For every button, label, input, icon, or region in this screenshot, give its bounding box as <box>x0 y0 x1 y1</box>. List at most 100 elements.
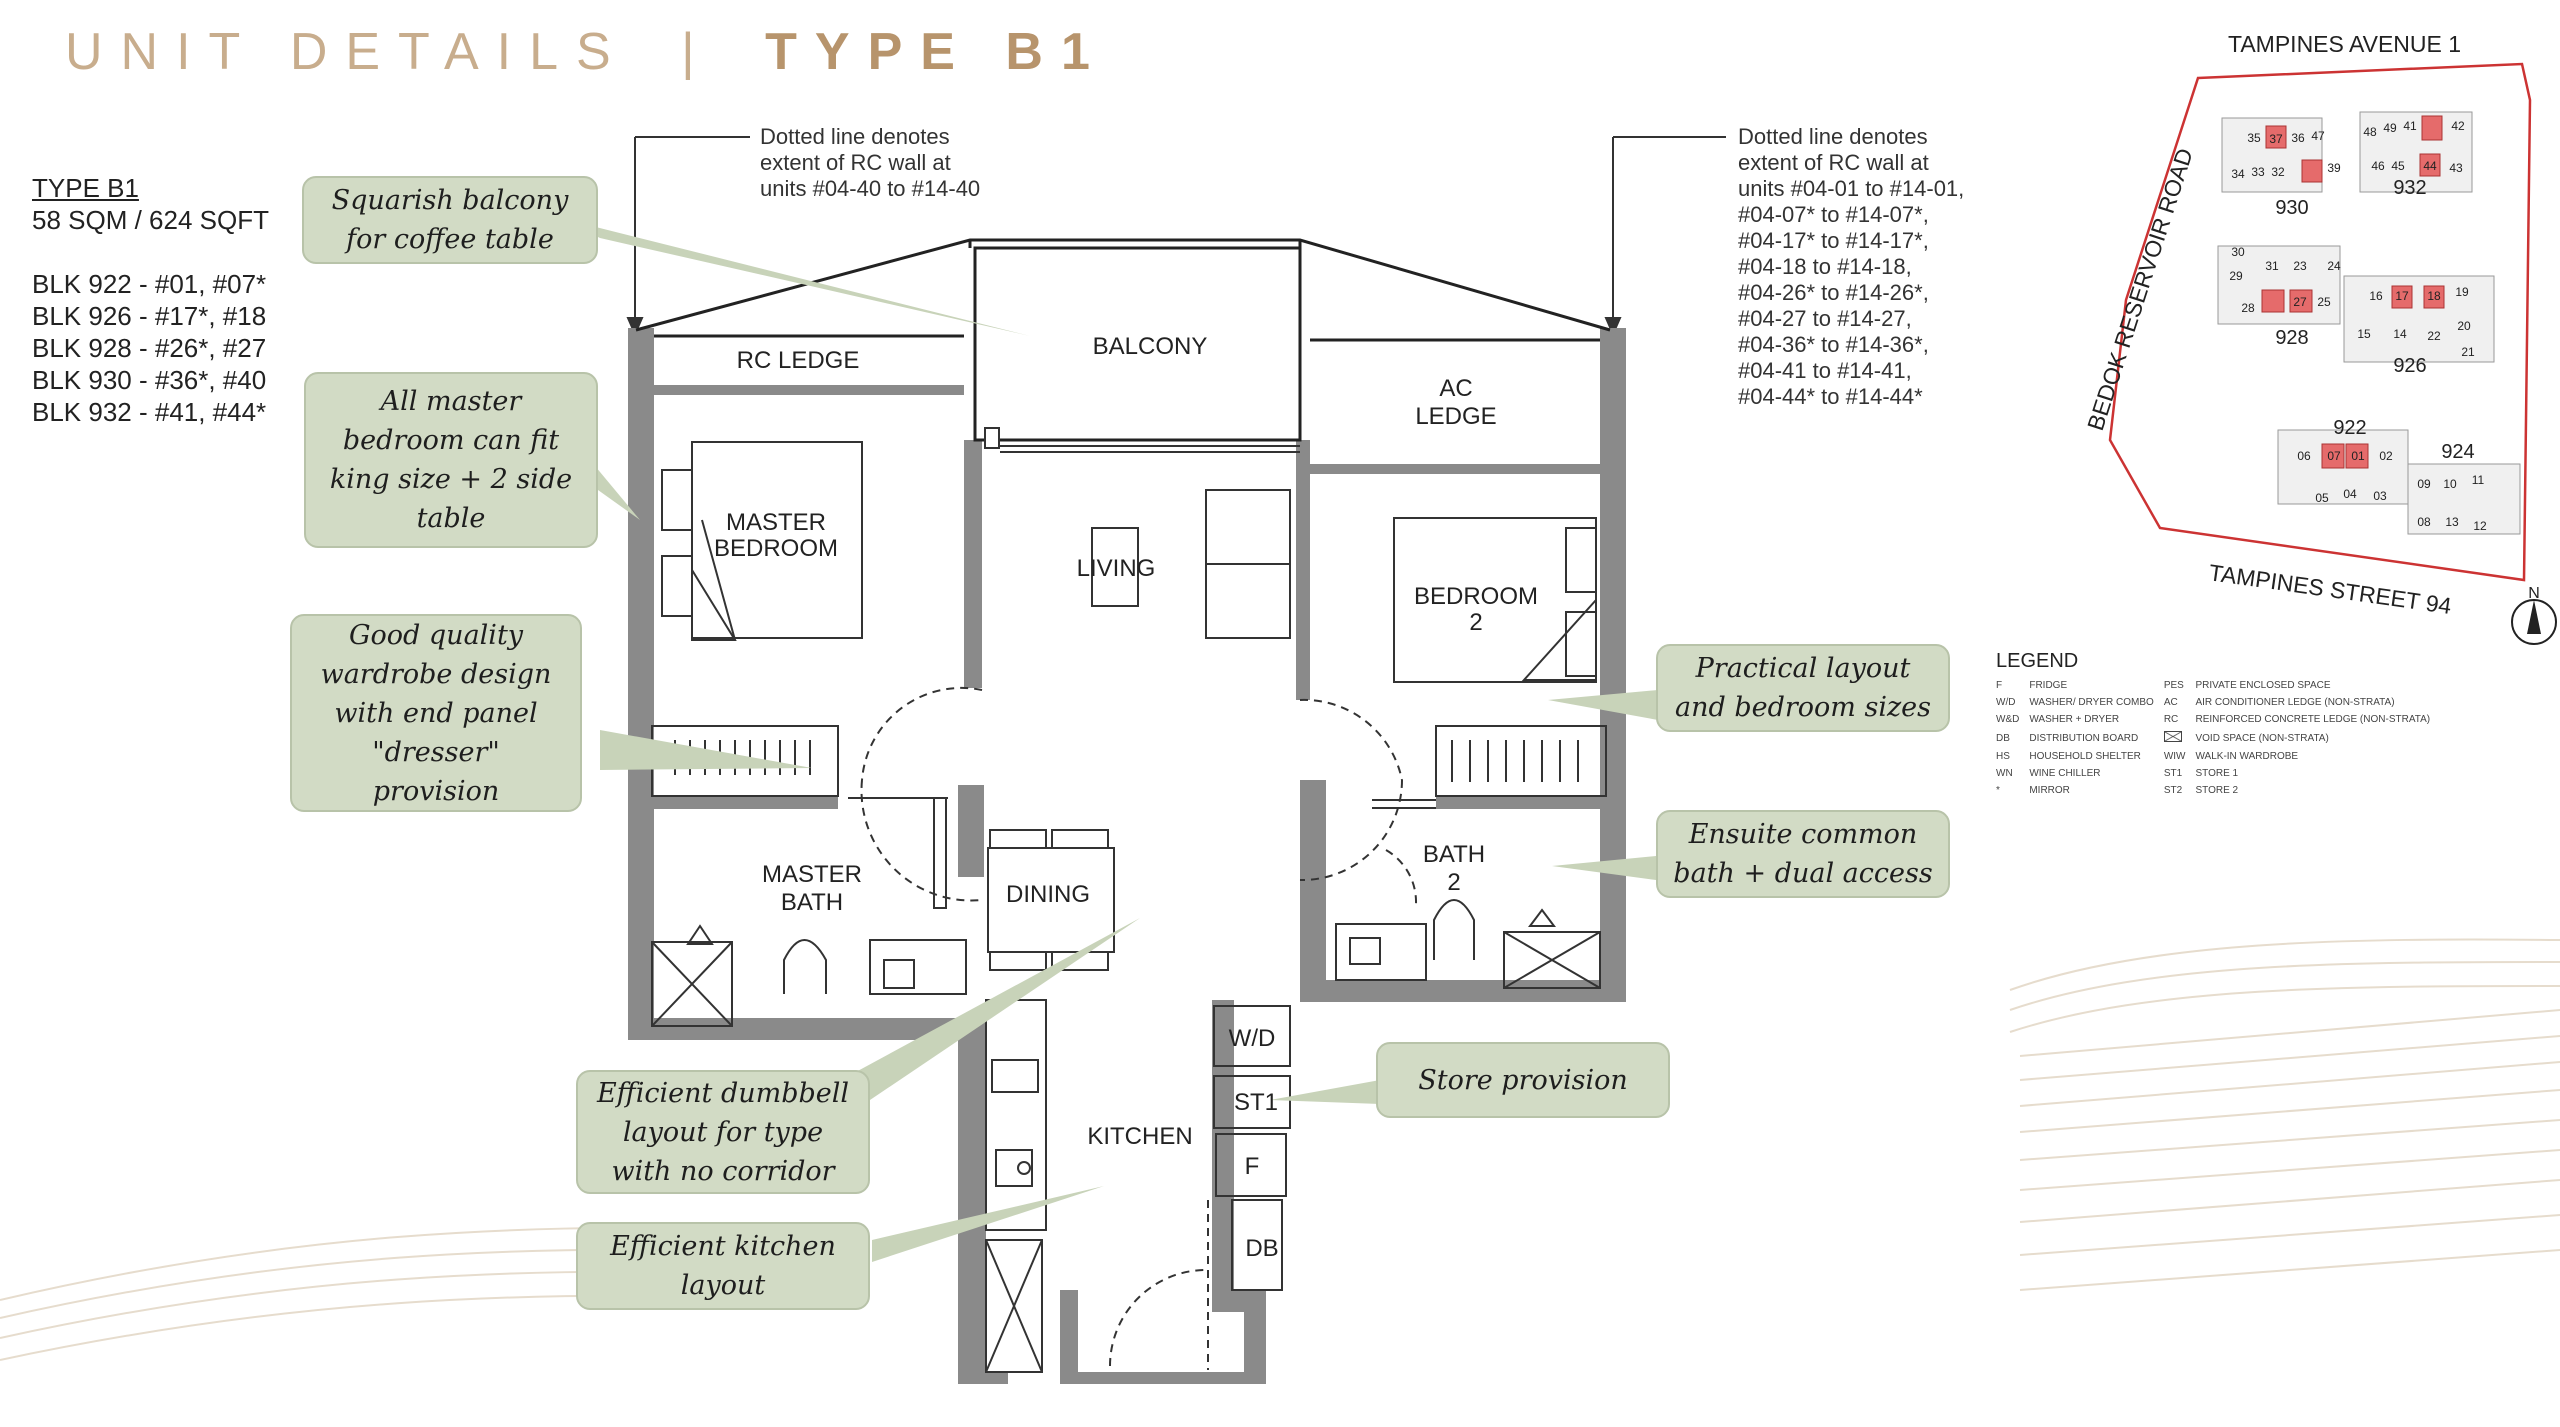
room-ac-ledge: AC <box>1439 375 1472 402</box>
callout-line: bedroom can fit <box>342 425 560 456</box>
callout-line: and bedroom sizes <box>1674 692 1932 723</box>
note-line: Dotted line denotes <box>1738 124 1928 149</box>
svg-text:18: 18 <box>2427 289 2441 303</box>
note-line: Dotted line denotes <box>760 124 950 149</box>
svg-text:07: 07 <box>2327 449 2341 463</box>
svg-text:05: 05 <box>2315 491 2329 505</box>
room-ac-ledge: LEDGE <box>1415 403 1496 430</box>
callout-line: Ensuite common <box>1688 819 1918 850</box>
svg-text:30: 30 <box>2231 245 2245 259</box>
svg-text:922: 922 <box>2333 417 2366 439</box>
north-arrow-icon: N <box>2511 585 2557 645</box>
note-line: #04-27 to #14-27, <box>1738 306 1912 331</box>
callout-line: All master <box>380 386 522 417</box>
note-line: units #04-40 to #14-40 <box>760 176 981 201</box>
block-line: BLK 930 - #36*, #40 <box>32 365 267 395</box>
room-master-bath: BATH <box>781 889 843 916</box>
svg-text:39: 39 <box>2327 161 2341 175</box>
svg-text:45: 45 <box>2391 159 2405 173</box>
note-line: #04-41 to #14-41, <box>1738 358 1912 383</box>
callout-line: Squarish balcony <box>331 185 569 216</box>
callout-line: Good quality <box>348 619 524 651</box>
column-marker <box>984 427 1000 449</box>
block-line: BLK 928 - #26*, #27 <box>32 333 267 363</box>
svg-text:06: 06 <box>2297 449 2311 463</box>
svg-text:02: 02 <box>2379 449 2393 463</box>
page-header: UNIT DETAILS | TYPE B1 <box>65 22 1108 82</box>
callout-line: wardrobe design <box>320 658 552 690</box>
svg-text:27: 27 <box>2293 295 2307 309</box>
svg-text:13: 13 <box>2445 515 2459 529</box>
svg-text:35: 35 <box>2247 131 2261 145</box>
svg-text:32: 32 <box>2271 165 2285 179</box>
unit-size: 58 SQM / 624 SQFT <box>32 205 269 235</box>
road-south: TAMPINES STREET 94 <box>2207 559 2453 619</box>
svg-text:42: 42 <box>2451 119 2465 133</box>
note-line: units #04-01 to #14-01, <box>1738 176 1965 201</box>
svg-text:20: 20 <box>2457 319 2471 333</box>
svg-text:11: 11 <box>2472 473 2485 487</box>
room-master-bedroom: MASTER <box>726 509 826 536</box>
svg-text:49: 49 <box>2383 121 2397 135</box>
svg-text:932: 932 <box>2393 177 2426 199</box>
svg-text:36: 36 <box>2291 131 2305 145</box>
walls <box>628 328 1626 1384</box>
room-db: DB <box>1245 1235 1278 1262</box>
road-west: BEDOK RESERVOIR ROAD <box>2082 145 2198 433</box>
svg-text:33: 33 <box>2251 165 2265 179</box>
highlighted-units <box>2261 115 2445 469</box>
callout-line: for coffee table <box>346 224 554 255</box>
svg-text:22: 22 <box>2427 329 2441 343</box>
callout-line: table <box>416 503 486 534</box>
svg-text:17: 17 <box>2395 289 2409 303</box>
svg-text:04: 04 <box>2343 487 2357 501</box>
svg-text:15: 15 <box>2357 327 2371 341</box>
callout-line: with end panel <box>334 697 538 729</box>
callout-line: layout for type <box>622 1116 824 1148</box>
header-type: TYPE B1 <box>765 23 1108 81</box>
header-separator: | <box>681 23 713 81</box>
callout-line: layout <box>680 1270 766 1301</box>
decorative-lines <box>0 938 2560 1361</box>
svg-text:46: 46 <box>2371 159 2385 173</box>
svg-text:24: 24 <box>2327 259 2341 273</box>
note-leaders <box>626 136 1726 337</box>
svg-text:29: 29 <box>2229 269 2243 283</box>
svg-text:928: 928 <box>2275 327 2308 349</box>
svg-text:44: 44 <box>2423 159 2437 173</box>
svg-text:21: 21 <box>2461 345 2475 359</box>
svg-text:25: 25 <box>2317 295 2331 309</box>
note-line: extent of RC wall at <box>1738 150 1929 175</box>
callout-store: Store provision <box>1376 1042 1670 1118</box>
svg-text:16: 16 <box>2369 289 2383 303</box>
note-line: #04-07* to #14-07*, <box>1738 202 1929 227</box>
room-bath-2: BATH <box>1423 841 1485 868</box>
legend-title: LEGEND <box>1996 650 2079 672</box>
unit-type: TYPE B1 <box>32 173 139 203</box>
callout-line: provision <box>372 775 500 807</box>
room-dining: DINING <box>1006 881 1090 908</box>
note-line: #04-44* to #14-44* <box>1738 384 1923 409</box>
note-line: #04-18 to #14-18, <box>1738 254 1912 279</box>
room-bedroom-2: 2 <box>1469 609 1482 636</box>
svg-text:924: 924 <box>2441 441 2474 463</box>
callout-line: king size + 2 side <box>329 464 573 495</box>
svg-text:37: 37 <box>2269 132 2283 146</box>
block-line: BLK 932 - #41, #44* <box>32 397 267 427</box>
svg-text:47: 47 <box>2311 129 2325 143</box>
svg-text:19: 19 <box>2455 285 2469 299</box>
svg-text:34: 34 <box>2231 167 2245 181</box>
block-line: BLK 926 - #17*, #18 <box>32 301 267 331</box>
room-bath-2: 2 <box>1447 869 1460 896</box>
room-rc-ledge: RC LEDGE <box>737 347 860 374</box>
callout-line: Efficient dumbbell <box>596 1077 850 1109</box>
svg-text:01: 01 <box>2351 449 2365 463</box>
room-st1: ST1 <box>1234 1089 1278 1116</box>
